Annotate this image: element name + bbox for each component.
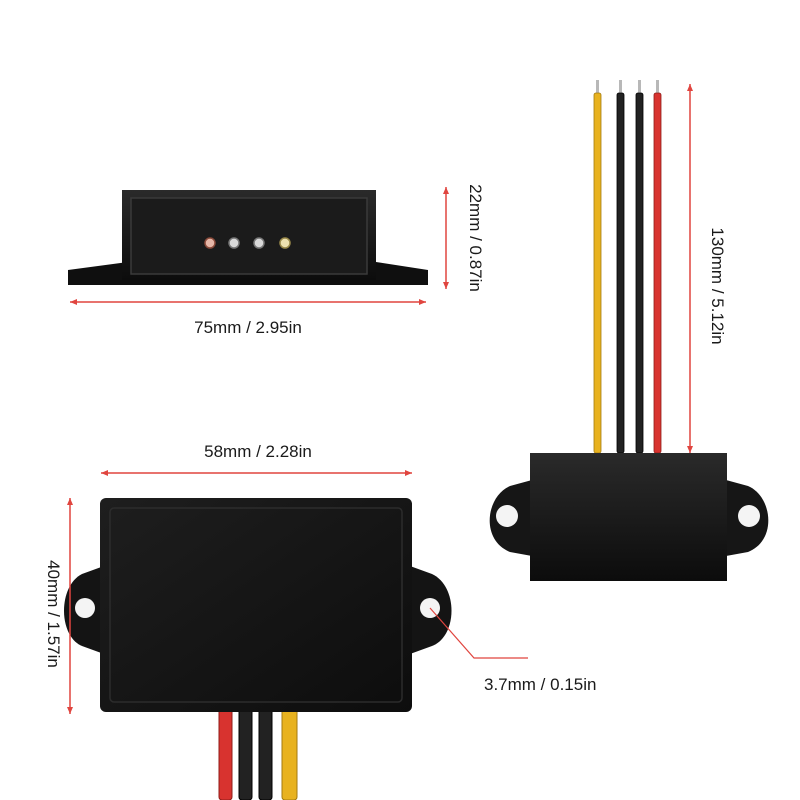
wire-port-icon — [253, 237, 265, 249]
top-view-case — [100, 498, 412, 712]
red-wire — [653, 92, 662, 454]
yellow-wire — [281, 707, 298, 800]
depth-dimension-label: 40mm / 1.57in — [44, 560, 63, 668]
side-view: 130mm / 5.12in — [489, 80, 769, 581]
wire-tip — [656, 80, 659, 94]
top-view-left-hole — [75, 598, 95, 618]
black-wire — [635, 92, 644, 454]
black-wire — [616, 92, 625, 454]
wire-tip — [596, 80, 599, 94]
front-view: 75mm / 2.95in 22mm / 0.87in — [68, 184, 485, 337]
wire-tip — [619, 80, 622, 94]
wire-port-icon — [204, 237, 216, 249]
wire-bundle — [593, 80, 662, 454]
red-wire — [218, 707, 233, 800]
width-dimension-label: 58mm / 2.28in — [204, 442, 312, 461]
hole-diameter-label: 3.7mm / 0.15in — [484, 675, 596, 694]
black-wire — [258, 707, 273, 800]
wire-length-dimension-label: 130mm / 5.12in — [708, 227, 727, 344]
height-dimension-label: 22mm / 0.87in — [466, 184, 485, 292]
yellow-wire — [593, 92, 602, 454]
front-view-recess — [130, 197, 368, 275]
wire-port-icon — [228, 237, 240, 249]
black-wire — [238, 707, 253, 800]
top-view-wires — [218, 707, 298, 800]
front-view-wire-ports — [204, 237, 291, 249]
side-view-left-hole — [496, 505, 518, 527]
hole-callout-line — [429, 607, 528, 659]
wire-tip — [638, 80, 641, 94]
side-view-case — [530, 453, 727, 581]
top-view: 58mm / 2.28in 40mm / 1.57in 3.7mm / 0.15… — [44, 442, 596, 800]
top-view-case-edge — [109, 507, 403, 703]
length-dimension-label: 75mm / 2.95in — [194, 318, 302, 337]
wire-port-icon — [279, 237, 291, 249]
side-view-right-hole — [738, 505, 760, 527]
